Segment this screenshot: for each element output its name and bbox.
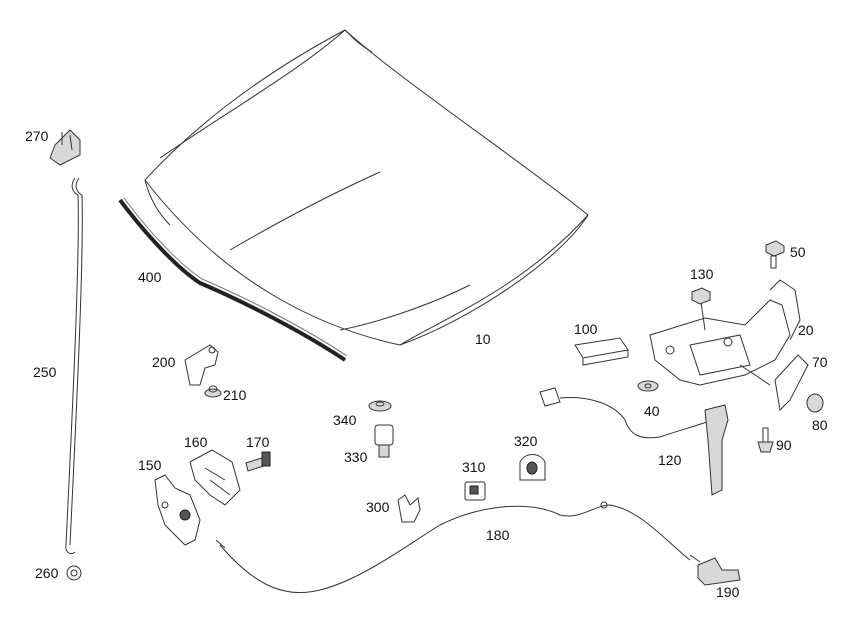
- label-400: 400: [138, 269, 162, 285]
- clip-300: [397, 494, 421, 523]
- part-labels: 10 20 40 50 70 80 90 100 120 130 150 160…: [25, 128, 828, 600]
- label-100: 100: [574, 321, 598, 337]
- label-300: 300: [366, 499, 390, 515]
- washer-340: [368, 400, 392, 412]
- label-130: 130: [690, 266, 714, 282]
- label-190: 190: [716, 584, 740, 600]
- label-260: 260: [35, 565, 59, 581]
- clip-310: [464, 481, 486, 501]
- hood-lock-assembly: [649, 279, 801, 386]
- label-90: 90: [776, 437, 792, 453]
- nut-130: [691, 287, 711, 305]
- clip-320: [519, 454, 546, 481]
- bracket-200: [184, 344, 219, 386]
- label-180: 180: [486, 527, 510, 543]
- label-20: 20: [798, 322, 814, 338]
- bracket-70: [774, 354, 809, 412]
- bracket-160: [189, 449, 241, 506]
- cable-180: [215, 501, 691, 594]
- label-320: 320: [514, 433, 538, 449]
- bolt-170: [245, 451, 271, 472]
- clip-210: [204, 385, 222, 398]
- cable-120: [539, 387, 729, 496]
- prop-rod-assembly: [49, 129, 83, 581]
- label-200: 200: [152, 354, 176, 370]
- hood-panel: [144, 29, 589, 346]
- label-70: 70: [812, 354, 828, 370]
- label-120: 120: [658, 452, 682, 468]
- label-250: 250: [33, 364, 57, 380]
- label-210: 210: [223, 387, 247, 403]
- latch-150: [154, 474, 201, 546]
- bumper-80: [806, 393, 824, 413]
- bolt-50: [765, 240, 785, 269]
- label-40: 40: [644, 403, 660, 419]
- bolt-90: [757, 427, 774, 453]
- label-10: 10: [475, 331, 491, 347]
- release-handle-190: [689, 554, 741, 586]
- label-330: 330: [344, 449, 368, 465]
- label-340: 340: [333, 412, 357, 428]
- label-50: 50: [790, 244, 806, 260]
- seal-strip: [118, 197, 348, 362]
- label-160: 160: [184, 434, 208, 450]
- label-170: 170: [246, 434, 270, 450]
- washer-40: [637, 380, 659, 392]
- label-270: 270: [25, 128, 49, 144]
- label-310: 310: [462, 459, 486, 475]
- buffer-330: [374, 424, 394, 458]
- rubber-strip-100: [574, 337, 629, 366]
- label-150: 150: [138, 457, 162, 473]
- label-80: 80: [812, 417, 828, 433]
